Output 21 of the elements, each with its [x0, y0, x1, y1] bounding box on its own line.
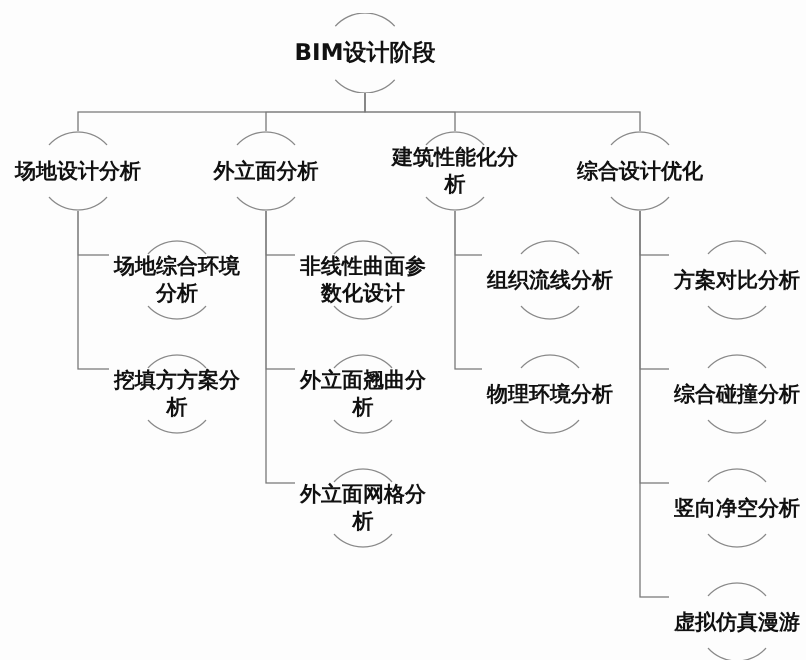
- node-label: 方案对比分析: [674, 266, 800, 294]
- node-label: 综合碰撞分析: [674, 380, 800, 408]
- connector: [77, 211, 109, 370]
- connector: [639, 211, 669, 598]
- node-label: BIM设计阶段: [294, 40, 436, 66]
- node-label: 建筑性能化分析: [390, 144, 519, 198]
- connector: [454, 211, 482, 370]
- node-label: 挖填方方案分析: [112, 367, 241, 421]
- node-label: 非线性曲面参数化设计: [299, 253, 427, 307]
- connector: [364, 93, 641, 131]
- node-label: 虚拟仿真漫游: [674, 608, 800, 636]
- node-label: 外立面网格分析: [298, 481, 427, 535]
- node-label: 竖向净空分析: [674, 494, 800, 522]
- node-label: 物理环境分析: [487, 380, 613, 408]
- node-label: 综合设计优化: [577, 158, 703, 184]
- node-label: 组织流线分析: [487, 266, 613, 294]
- node-label: 场地综合环境分析: [112, 253, 241, 307]
- node-label: 外立面翘曲分析: [298, 367, 427, 421]
- connector: [265, 211, 295, 484]
- node-label: 场地设计分析: [15, 158, 141, 184]
- node-label: 外立面分析: [214, 158, 318, 184]
